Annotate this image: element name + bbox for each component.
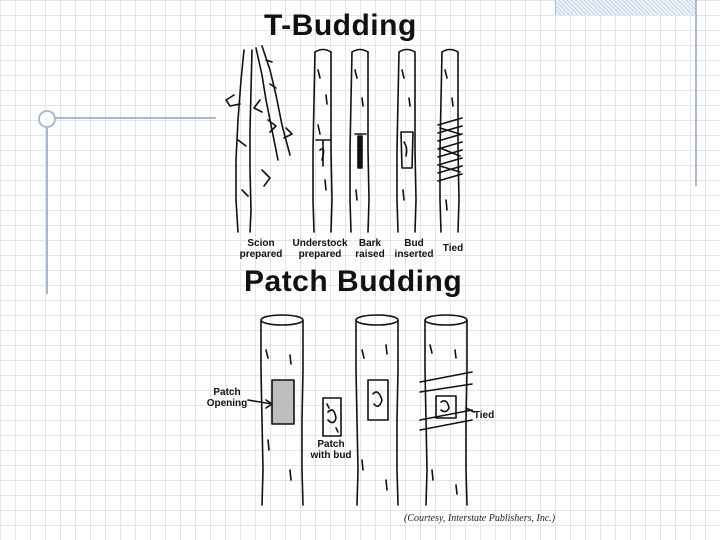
image-credit: (Courtesy, Interstate Publishers, Inc.) [404, 513, 555, 524]
patch-with-bud-drawing [323, 398, 341, 436]
patch-opening-trunk-drawing [248, 315, 303, 505]
patch-inserted-trunk-drawing [356, 315, 398, 505]
scion-prepared-drawing [226, 46, 292, 232]
patch-tied-trunk-drawing [420, 315, 474, 505]
bud-inserted-drawing [397, 50, 416, 233]
label-tied-t: Tied [440, 243, 466, 254]
bark-raised-drawing [350, 50, 369, 233]
label-tied-patch: Tied [472, 410, 496, 421]
tied-drawing [438, 50, 462, 233]
understock-prepared-drawing [313, 50, 332, 233]
